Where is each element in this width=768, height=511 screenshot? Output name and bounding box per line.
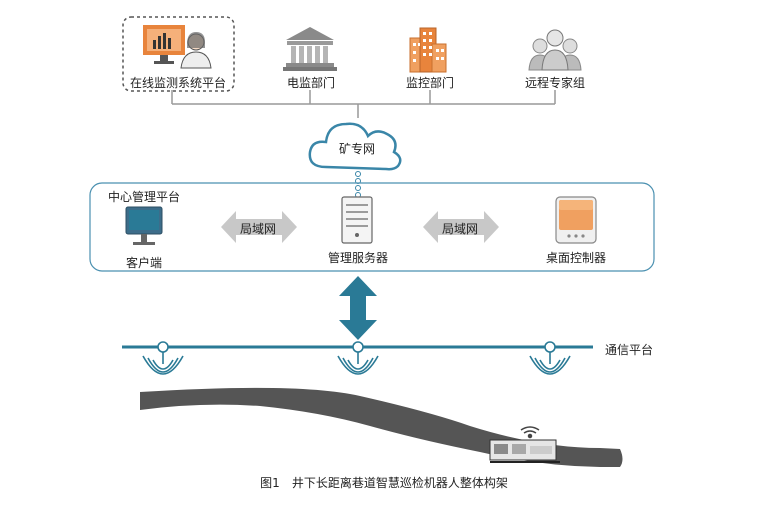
lan-arrow-left	[221, 211, 297, 243]
desktop-monitor-icon	[125, 206, 163, 245]
office-building-icon	[409, 27, 447, 73]
client-label: 客户端	[125, 256, 163, 270]
vertical-double-arrow	[339, 276, 377, 340]
comm-platform-label: 通信平台	[605, 343, 654, 357]
monitor-person-icon	[122, 16, 235, 92]
top-node-label-power-supervision: 电监部门	[286, 76, 336, 90]
desktop-controller-icon	[555, 196, 597, 244]
server-label: 管理服务器	[327, 251, 389, 265]
expert-group-icon	[528, 29, 582, 71]
inspection-robot-icon	[489, 439, 560, 463]
figure-caption: 图1 井下长距离巷道智慧巡检机器人整体构架	[260, 476, 508, 490]
wifi-signal-icon	[520, 426, 540, 439]
lan-left-label: 局域网	[239, 222, 277, 236]
top-connector-lines	[171, 90, 556, 118]
top-node-label-expert-group: 远程专家组	[524, 76, 586, 90]
government-building-icon	[283, 27, 337, 71]
server-icon	[341, 196, 373, 244]
center-platform-title: 中心管理平台	[108, 190, 181, 204]
wireless-access-point-icon	[142, 341, 571, 375]
top-node-label-monitoring-dept: 监控部门	[405, 76, 455, 90]
controller-label: 桌面控制器	[545, 251, 607, 265]
center-platform-box	[89, 182, 655, 272]
cloud-label: 矿专网	[338, 142, 376, 156]
top-node-label-monitoring: 在线监测系统平台	[129, 76, 227, 90]
lan-right-label: 局域网	[441, 222, 479, 236]
network-link-dots	[355, 171, 361, 198]
lan-arrow-right	[423, 211, 499, 243]
cloud-icon	[308, 122, 402, 171]
